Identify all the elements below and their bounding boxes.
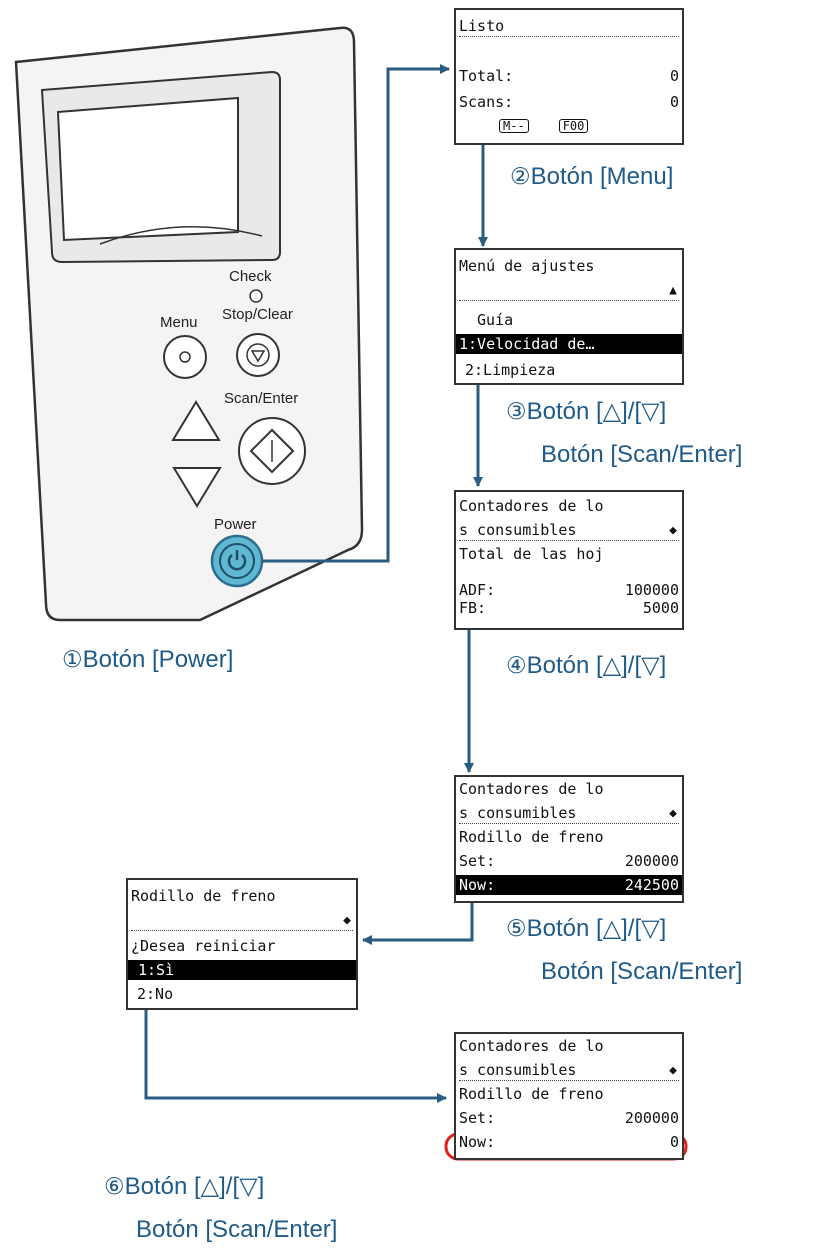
connector-reset-to-result [144,1010,447,1103]
brake-roller-label: Rodillo de freno [459,1084,604,1103]
step-1-caption: ①Botón [Power] [62,648,233,672]
step-2-number: ② [510,164,531,190]
reset-question: ¿Desea reiniciar [131,936,276,955]
step-5-caption: ⑤Botón [△]/[▽] [506,917,666,941]
step-3-line2: Botón [Scan/Enter] [541,441,743,468]
total-value: 0 [669,66,679,85]
step-3-number: ③ [506,399,527,425]
screen-title: Menú de ajustes [459,256,595,275]
set-value: 200000 [624,851,679,870]
screen-title-line1: Contadores de lo [459,1036,604,1055]
brake-roller-label: Rodillo de freno [459,827,604,846]
option-no[interactable]: 2:No [137,984,174,1003]
mode-chip: M-- [499,119,529,133]
menu-item-speed[interactable]: 1:Velocidad de… [459,334,595,353]
screen-title-line1: Contadores de lo [459,779,604,798]
control-panel [14,26,364,622]
power-icon [227,554,247,571]
step-2-text: Botón [Menu] [530,163,674,190]
scan-enter-button[interactable] [238,417,306,485]
check-led [249,289,263,303]
step-5-line1: Botón [△]/[▽] [526,915,667,942]
step-1-number: ① [62,647,83,673]
menu-label: Menu [160,314,198,331]
set-label: Set: [459,851,496,870]
function-chip: F00 [558,119,589,133]
option-yes[interactable]: 1:Sì [138,960,175,979]
step-6-line2: Botón [Scan/Enter] [136,1216,338,1243]
set-label: Set: [459,1108,496,1127]
scroll-arrows-icon: ▲ [669,282,677,298]
scroll-arrows-icon: ◆ [343,912,351,928]
lcd-ready-screen: Listo Total: 0 Scans: 0 M-- F00 [454,8,684,145]
triangle-down-icon[interactable] [172,467,222,508]
check-label: Check [229,268,272,285]
step-2-caption: ②Botón [Menu] [510,165,673,189]
step-1-text: Botón [Power] [82,646,234,673]
connector-power-to-ready [262,64,450,563]
menu-item-guide[interactable]: Guía [477,310,514,329]
step-5-line2: Botón [Scan/Enter] [541,958,743,985]
total-sheets-label: Total de las hoj [459,544,604,563]
now-label: Now: [459,875,496,894]
lcd-reset-confirm-screen: Rodillo de freno ◆ ¿Desea reiniciar 1:Sì… [126,878,358,1010]
triangle-up-icon[interactable] [171,400,221,441]
menu-item-cleaning[interactable]: 2:Limpieza [465,360,556,379]
scan-enter-label: Scan/Enter [224,390,299,407]
now-label: Now: [459,1132,496,1151]
set-value: 200000 [624,1108,679,1127]
step-3-line1: Botón [△]/[▽] [526,398,667,425]
step-4-number: ④ [506,653,527,679]
stop-clear-button[interactable] [236,333,280,377]
scroll-arrows-icon: ◆ [669,1062,677,1078]
stop-icon [246,343,270,367]
step-5-number: ⑤ [506,916,527,942]
step-6-line1: Botón [△]/[▽] [124,1173,265,1200]
step-5-caption-line2: Botón [Scan/Enter] [541,960,742,984]
step-3-caption: ③Botón [△]/[▽] [506,400,666,424]
screen-title: Rodillo de freno [131,886,276,905]
adf-label: ADF: [459,582,496,598]
scroll-arrows-icon: ◆ [669,805,677,821]
screen-title: Listo [459,16,505,35]
fb-value: 5000 [642,600,679,616]
step-4-caption: ④Botón [△]/[▽] [506,654,666,678]
step-6-number: ⑥ [104,1174,125,1200]
step-6-caption: ⑥Botón [△]/[▽] [104,1175,264,1199]
screen-title-line1: Contadores de lo [459,496,604,515]
total-label: Total: [459,66,514,85]
adf-value: 100000 [624,582,679,598]
now-value: 0 [669,1132,679,1151]
scroll-arrows-icon: ◆ [669,522,677,538]
now-value: 242500 [624,875,679,894]
lcd-result-screen: Contadores de lo s consumibles ◆ Rodillo … [454,1032,684,1160]
step-3-caption-line2: Botón [Scan/Enter] [541,443,742,467]
menu-button[interactable] [163,335,207,379]
scans-value: 0 [669,92,679,111]
screen-title-line2: s consumibles [459,520,577,539]
screen-title-line2: s consumibles [459,803,577,822]
step-4-text: Botón [△]/[▽] [526,652,667,679]
power-label: Power [214,516,257,533]
scans-label: Scans: [459,92,514,111]
lcd-counters-screen: Contadores de lo s consumibles ◆ Total de… [454,490,684,630]
stop-clear-label: Stop/Clear [222,306,293,323]
lcd-brake-roller-screen: Contadores de lo s consumibles ◆ Rodillo … [454,775,684,903]
fb-label: FB: [459,600,487,616]
screen-title-line2: s consumibles [459,1060,577,1079]
step-6-caption-line2: Botón [Scan/Enter] [136,1218,337,1242]
lcd-menu-screen: Menú de ajustes ▲ Guía 1:Velocidad de… 2… [454,248,684,385]
power-button[interactable] [210,534,264,588]
